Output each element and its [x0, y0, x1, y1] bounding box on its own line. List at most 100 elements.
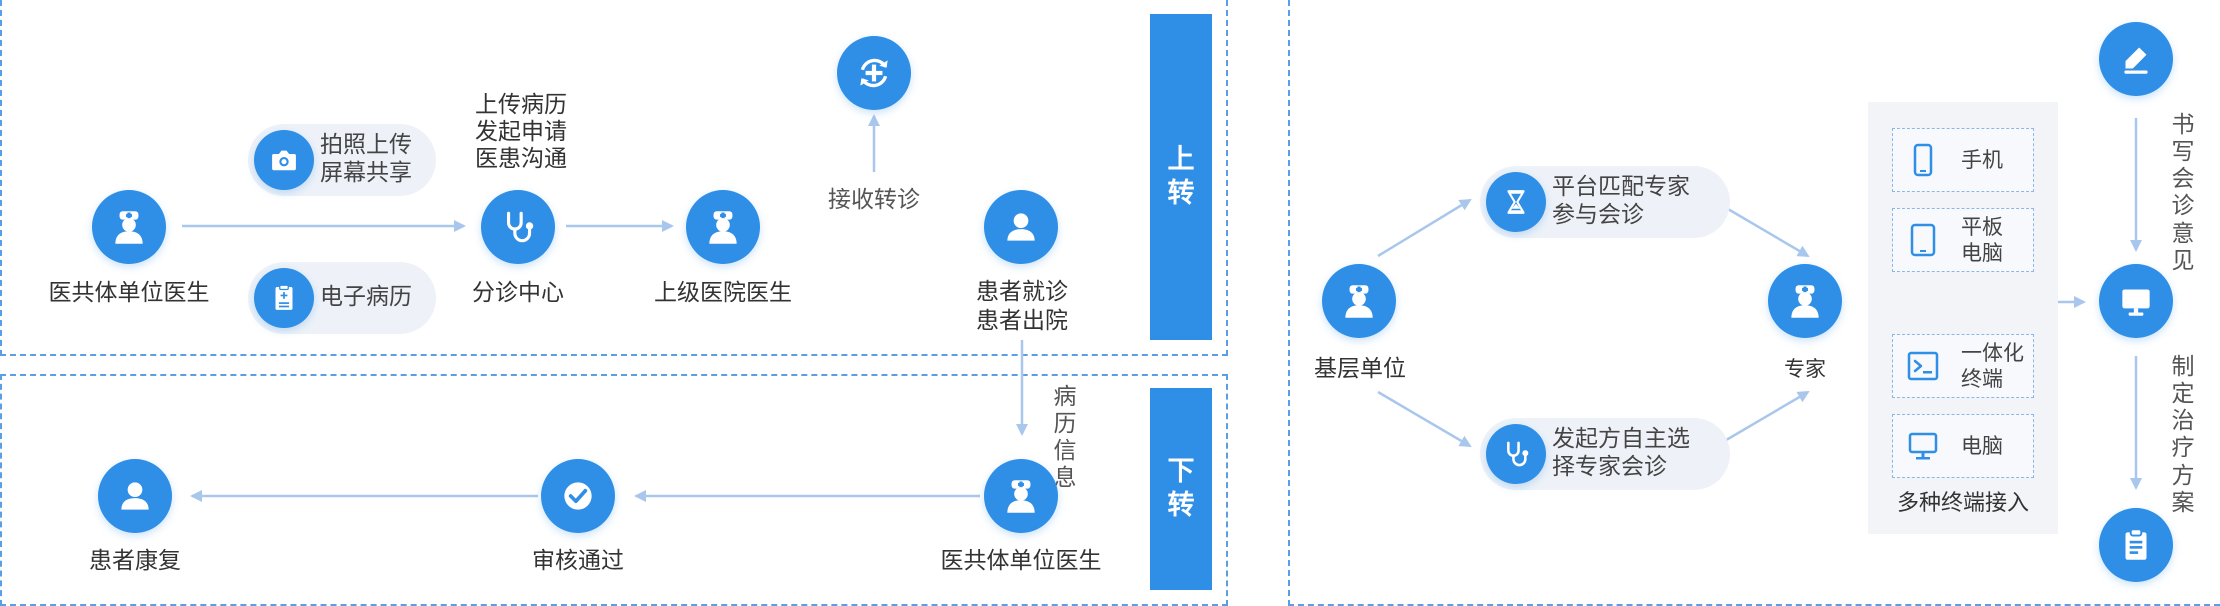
expert-node	[1768, 264, 1842, 338]
triage-note-line3: 医患沟通	[475, 146, 567, 173]
referral-up-char1: 上	[1167, 144, 1195, 176]
community-doctor-bottom-label: 医共体单位医生	[940, 548, 1102, 574]
patient-status-line2: 患者出院	[976, 307, 1068, 334]
medical-record-icon	[275, 284, 293, 310]
expert-label: 专家	[1784, 357, 1826, 381]
primary-unit-label: 基层单位	[1314, 356, 1406, 382]
photo-upload-line1: 拍照上传	[320, 132, 412, 159]
photo-upload-line2: 屏幕共享	[320, 160, 412, 186]
emr-pill: 电子病历	[248, 262, 436, 334]
triage-center-node	[481, 190, 555, 264]
doctor-icon	[115, 211, 143, 244]
terminal-tablet-line2: 电脑	[1961, 241, 2003, 265]
consult-screen-node	[2099, 264, 2173, 338]
write-opinion-char2: 写	[2171, 139, 2195, 166]
terminal-integrated: 一体化 终端	[1892, 334, 2034, 398]
person-icon	[1007, 213, 1035, 241]
medical-record-info-note: 病 历 信 息	[1050, 384, 1080, 493]
self-select-line2: 择专家会诊	[1552, 454, 1667, 480]
referral-up-panel	[0, 0, 1228, 356]
terminal-integrated-line2: 终端	[1961, 367, 2003, 391]
patient-recovery-label: 患者康复	[89, 548, 181, 574]
senior-doctor-label: 上级医院医生	[654, 280, 792, 306]
referral-up-badge: 上 转	[1150, 14, 1212, 340]
monitor-icon	[2122, 289, 2150, 316]
self-select-line1: 发起方自主选	[1552, 426, 1690, 453]
stethoscope-icon	[506, 211, 534, 243]
receive-referral-label: 接收转诊	[828, 187, 920, 213]
make-plan-char4: 疗	[2171, 435, 2195, 462]
record-info-char4: 息	[1053, 465, 1077, 492]
senior-doctor-node	[686, 190, 760, 264]
platform-match-pill: 平台匹配专家 参与会诊	[1480, 166, 1730, 238]
terminal-caption: 多种终端接入	[1896, 491, 2029, 516]
make-plan-label: 制 定 治 疗 方 案	[2168, 354, 2198, 517]
emr-label: 电子病历	[320, 284, 412, 311]
patient-node	[984, 190, 1058, 264]
review-passed-label: 审核通过	[532, 548, 624, 574]
community-doctor-node	[92, 190, 166, 264]
patient-recovery-node	[98, 459, 172, 533]
terminal-tablet: 平板 电脑	[1892, 208, 2034, 272]
write-opinion-char3: 会	[2171, 166, 2195, 193]
camera-icon	[272, 150, 296, 171]
doctor-icon	[709, 211, 737, 244]
triage-center-label: 分诊中心	[472, 280, 564, 306]
patient-status-label: 患者就诊 患者出院	[948, 278, 1096, 336]
referral-down-char2: 转	[1167, 490, 1195, 521]
computer-icon	[1908, 432, 1938, 460]
receive-referral-node	[837, 36, 911, 110]
make-plan-char6: 案	[2171, 489, 2195, 516]
primary-unit-node	[1322, 264, 1396, 338]
remote-consultation-panel	[1288, 0, 2220, 606]
clipboard-icon	[2125, 528, 2147, 560]
platform-match-line2: 参与会诊	[1552, 202, 1644, 228]
make-plan-char3: 治	[2171, 408, 2195, 435]
referral-up-char2: 转	[1167, 178, 1195, 209]
terminal-computer-label: 电脑	[1961, 433, 2003, 458]
referral-down-char1: 下	[1167, 456, 1195, 488]
patient-status-line1: 患者就诊	[976, 279, 1068, 305]
expert-doctor-icon	[1791, 285, 1819, 318]
hourglass-icon	[1507, 190, 1525, 214]
referral-down-panel	[0, 374, 1228, 606]
terminal-phone: 手机	[1892, 128, 2034, 192]
tablet-icon	[1910, 223, 1936, 257]
write-opinion-char6: 见	[2171, 247, 2195, 274]
write-opinion-node	[2099, 22, 2173, 96]
edit-pen-icon	[2124, 47, 2148, 74]
write-opinion-char4: 诊	[2171, 193, 2195, 220]
terminal-integrated-line1: 一体化	[1961, 340, 2024, 365]
write-opinion-label: 书 写 会 诊 意 见	[2168, 112, 2198, 275]
record-info-char2: 历	[1053, 411, 1077, 438]
review-passed-node	[541, 459, 615, 533]
triage-note-line1: 上传病历	[475, 92, 567, 118]
community-doctor-label: 医共体单位医生	[48, 280, 210, 306]
community-doctor-bottom-node	[984, 459, 1058, 533]
record-info-char1: 病	[1053, 384, 1077, 410]
terminal-tablet-line1: 平板	[1961, 214, 2003, 239]
person-icon	[121, 482, 149, 510]
doctor-icon	[1007, 480, 1035, 513]
check-circle-icon	[564, 482, 592, 510]
doctor-icon	[1345, 285, 1373, 318]
platform-match-line1: 平台匹配专家	[1552, 174, 1690, 201]
stethoscope-icon	[1507, 441, 1529, 467]
triage-note-line2: 发起申请	[475, 119, 567, 146]
treatment-plan-node	[2099, 508, 2173, 582]
make-plan-char2: 定	[2171, 381, 2195, 408]
write-opinion-char1: 书	[2171, 112, 2195, 138]
make-plan-char1: 制	[2171, 354, 2195, 380]
record-info-char3: 信	[1053, 438, 1077, 465]
referral-cycle-icon	[860, 58, 888, 88]
write-opinion-char5: 意	[2171, 220, 2195, 247]
terminal-computer: 电脑	[1892, 414, 2034, 478]
referral-down-badge: 下 转	[1150, 388, 1212, 590]
phone-icon	[1913, 143, 1933, 177]
make-plan-char5: 方	[2171, 462, 2195, 489]
terminal-phone-label: 手机	[1961, 147, 2003, 172]
photo-upload-pill: 拍照上传 屏幕共享	[248, 124, 436, 196]
triage-note: 上传病历 发起申请 医患沟通	[456, 92, 586, 173]
self-select-pill: 发起方自主选 择专家会诊	[1480, 418, 1730, 490]
terminal-icon	[1907, 351, 1939, 381]
